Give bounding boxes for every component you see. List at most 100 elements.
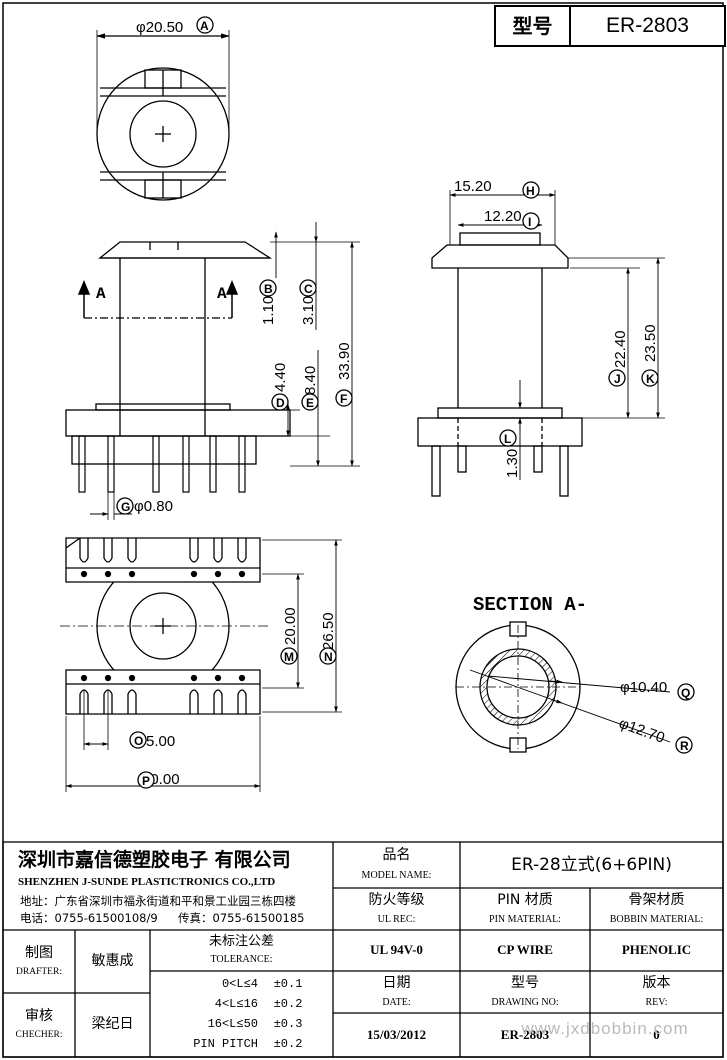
drawing-no-label-en: DRAWING NO: bbox=[491, 996, 559, 1008]
marker-k: K bbox=[641, 369, 659, 387]
svg-text:R: R bbox=[680, 739, 689, 753]
rev-label-cn: 版本 bbox=[642, 975, 671, 992]
pin-material-label-cn: PIN 材质 bbox=[497, 892, 553, 909]
dim-4-40: 4.40 bbox=[272, 363, 289, 392]
drafter-label-en: DRAFTER: bbox=[16, 966, 62, 977]
tolerance-title-en: TOLERANCE: bbox=[210, 953, 273, 965]
title-block-grid bbox=[2, 841, 724, 1058]
svg-text:L: L bbox=[504, 432, 511, 446]
marker-j: J bbox=[608, 369, 626, 387]
svg-text:O: O bbox=[134, 734, 143, 748]
bottom-view bbox=[60, 537, 342, 792]
drafter-value: 敏惠成 bbox=[91, 952, 134, 969]
svg-text:E: E bbox=[306, 396, 314, 410]
dim-3-10: 3.10 bbox=[300, 296, 317, 325]
svg-text:P: P bbox=[142, 774, 150, 788]
marker-e: E bbox=[301, 393, 319, 411]
tolerance-value: ±0.1 bbox=[273, 977, 303, 992]
drafter-label-cn: 制图 bbox=[25, 945, 53, 962]
tolerance-value: ±0.2 bbox=[273, 1037, 303, 1052]
tolerance-range: 0<L≤4 bbox=[221, 977, 258, 992]
date-label-en: DATE: bbox=[382, 996, 411, 1008]
marker-i: I bbox=[522, 212, 540, 230]
bobbin-material-label-cn: 骨架材质 bbox=[628, 892, 685, 909]
checker-value: 梁纪日 bbox=[91, 1016, 134, 1033]
dim-15-20: 15.20 bbox=[454, 178, 492, 195]
tolerance-title-cn: 未标注公差 bbox=[208, 933, 274, 949]
svg-text:F: F bbox=[340, 392, 347, 406]
dim-22-40: 22.40 bbox=[612, 330, 629, 368]
dim-5-00: 5.00 bbox=[146, 733, 175, 750]
svg-text:H: H bbox=[526, 184, 535, 198]
tolerance-value: ±0.3 bbox=[273, 1017, 303, 1032]
tolerance-range: PIN PITCH bbox=[193, 1037, 258, 1052]
svg-text:N: N bbox=[324, 650, 333, 664]
marker-a: A bbox=[196, 16, 214, 34]
dim-pin-diameter: φ0.80 bbox=[134, 498, 173, 515]
dim-20-00: 20.00 bbox=[282, 607, 299, 645]
model-header-label: 型号 bbox=[496, 7, 571, 45]
dim-top-diameter: φ20.50 bbox=[136, 19, 183, 36]
marker-q: Q bbox=[677, 683, 695, 701]
drawing-no-label-cn: 型号 bbox=[511, 975, 539, 992]
section-arrows bbox=[77, 280, 239, 318]
marker-h: H bbox=[522, 181, 540, 199]
model-name-value: ER-28立式(6+6PIN) bbox=[511, 854, 672, 875]
watermark: www.jxdbobbin.com bbox=[521, 1018, 689, 1038]
side-view bbox=[417, 190, 665, 497]
pin-material-label-en: PIN MATERIAL: bbox=[489, 913, 561, 925]
section-view bbox=[455, 621, 671, 753]
dim-1-10: 1.10 bbox=[260, 296, 277, 325]
marker-l: L bbox=[499, 429, 517, 447]
rev-label-en: REV: bbox=[645, 996, 668, 1008]
front-view bbox=[65, 222, 360, 520]
bobbin-material-value: PHENOLIC bbox=[621, 942, 692, 958]
ul-value: UL 94V-0 bbox=[370, 942, 423, 958]
svg-text:B: B bbox=[264, 282, 273, 296]
marker-r: R bbox=[675, 736, 693, 754]
date-value: 15/03/2012 bbox=[366, 1026, 427, 1042]
marker-f: F bbox=[335, 389, 353, 407]
svg-text:J: J bbox=[614, 372, 621, 386]
pin-material-value: CP WIRE bbox=[497, 942, 553, 958]
date-label-cn: 日期 bbox=[382, 975, 411, 992]
top-view bbox=[96, 30, 230, 201]
svg-text:G: G bbox=[121, 500, 130, 514]
drawing-no-value: ER-2803 bbox=[500, 1026, 550, 1042]
svg-text:K: K bbox=[646, 372, 655, 386]
tolerance-range: 4<L≤16 bbox=[214, 997, 258, 1012]
bobbin-material-label-en: BOBBIN MATERIAL: bbox=[609, 913, 704, 925]
section-title: SECTION A- bbox=[473, 594, 587, 616]
marker-b: B bbox=[259, 279, 277, 297]
dimension-text: φ20.50 15.20 12.20 φ0.80 5.00 30.00 φ10.… bbox=[134, 19, 667, 788]
marker-n: N bbox=[319, 647, 337, 665]
model-header-value: ER-2803 bbox=[606, 14, 689, 38]
section-arrow-right: A bbox=[217, 285, 227, 303]
marker-c: C bbox=[299, 279, 317, 297]
model-name-label-cn: 品名 bbox=[382, 847, 411, 864]
svg-text:C: C bbox=[304, 282, 313, 296]
dim-12-70: φ12.70 bbox=[617, 715, 667, 747]
model-header-box: 型号 ER-2803 bbox=[494, 5, 726, 47]
svg-text:I: I bbox=[528, 215, 531, 229]
marker-d: D bbox=[271, 393, 289, 411]
tolerance-range: 16<L≤50 bbox=[207, 1017, 258, 1032]
svg-text:D: D bbox=[276, 396, 285, 410]
section-arrow-left: A bbox=[96, 285, 106, 303]
svg-text:M: M bbox=[284, 650, 294, 664]
svg-text:Q: Q bbox=[681, 686, 690, 700]
dim-23-50: 23.50 bbox=[642, 324, 659, 362]
marker-p: P bbox=[137, 771, 155, 789]
dim-1-30: 1.30 bbox=[504, 449, 521, 478]
dimension-markers: A H I B C F D E J K L G M N O P Q R bbox=[116, 16, 695, 789]
company-address: 地址：广东省深圳市福永街道和平和景工业园三栋四楼 bbox=[20, 893, 296, 908]
company-name-en: SHENZHEN J-SUNDE PLASTICTRONICS CO.,LTD bbox=[18, 875, 276, 888]
company-name-cn: 深圳市嘉信德塑胶电子 有限公司 bbox=[18, 848, 291, 871]
section-labels: A A SECTION A- bbox=[96, 285, 587, 616]
dim-12-20: 12.20 bbox=[484, 208, 522, 225]
marker-o: O bbox=[129, 731, 147, 749]
model-name-label-en: MODEL NAME: bbox=[361, 869, 432, 881]
svg-text:A: A bbox=[200, 19, 209, 33]
